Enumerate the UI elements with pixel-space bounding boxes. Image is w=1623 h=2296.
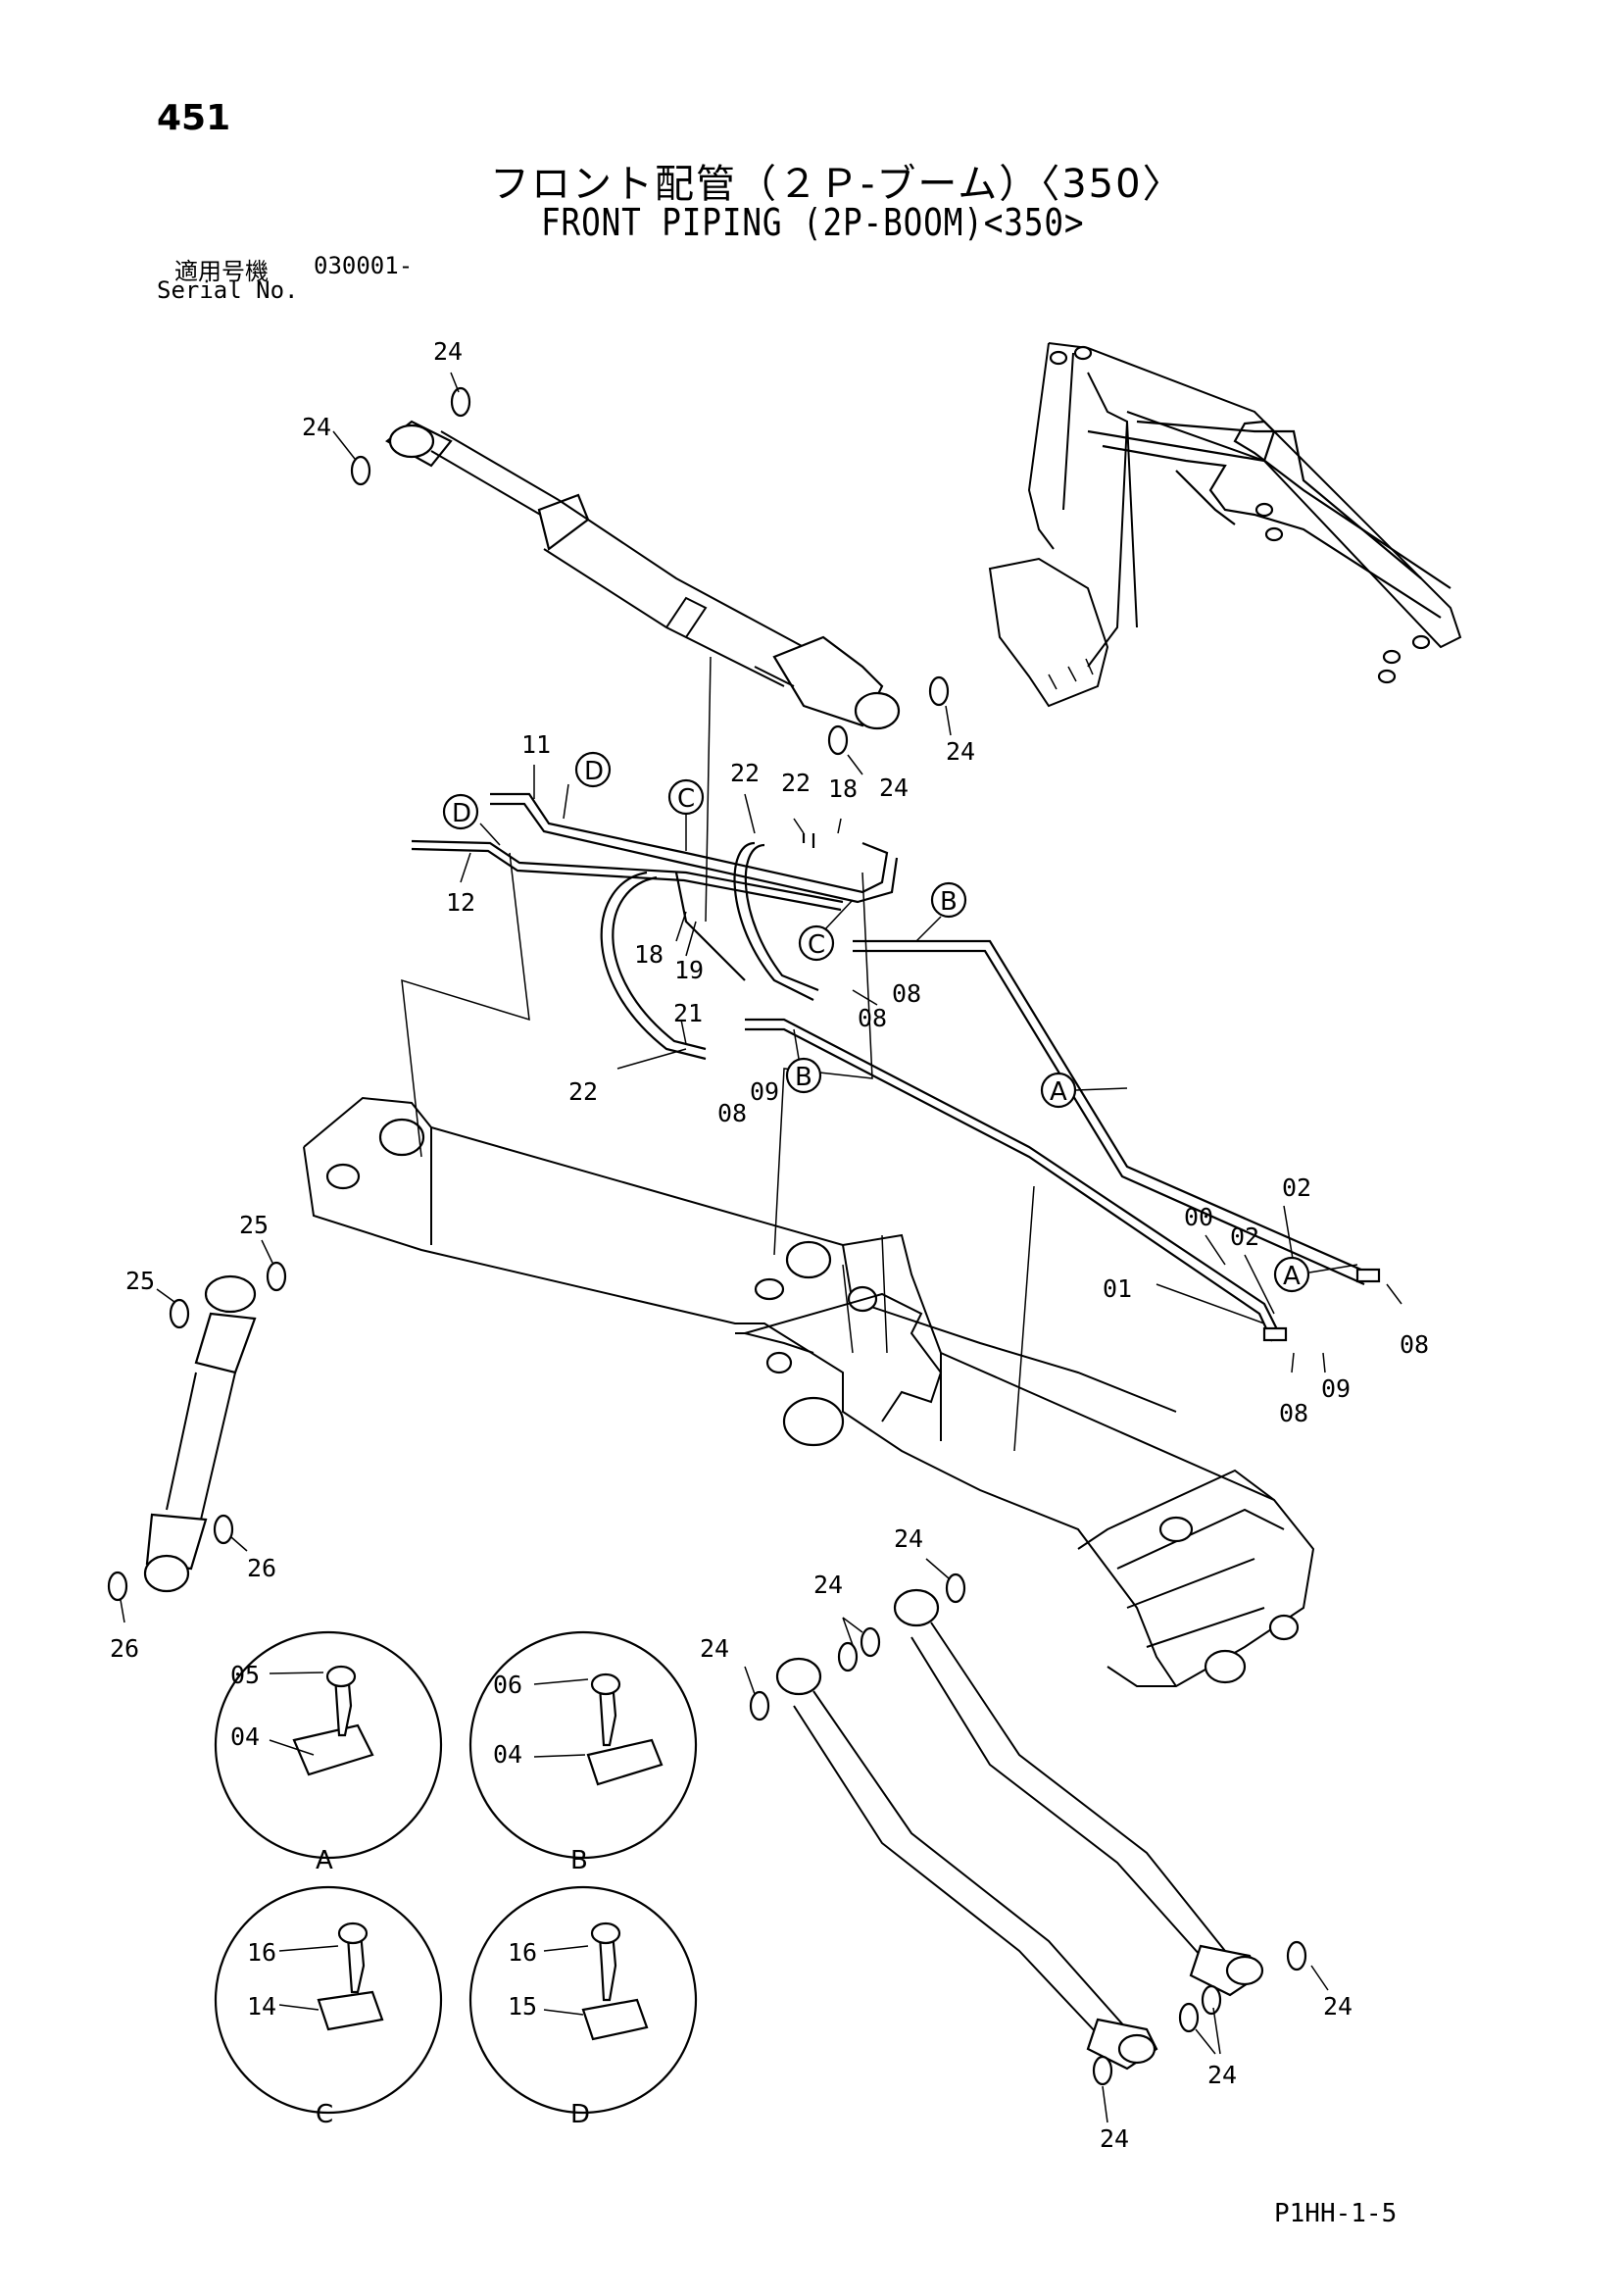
o-ring xyxy=(1201,1984,1222,2016)
callout-label: 02 xyxy=(1230,1223,1259,1251)
callout-label: 25 xyxy=(125,1267,155,1295)
o-ring xyxy=(860,1626,881,1658)
view-marker-label: D xyxy=(584,757,604,786)
callout-label: 26 xyxy=(247,1554,276,1582)
o-ring xyxy=(1286,1940,1307,1972)
view-marker-label: A xyxy=(1283,1262,1301,1291)
callout-label: 18 xyxy=(828,774,858,803)
callout-leaders xyxy=(120,372,1402,2123)
serial-number-value: 030001- xyxy=(314,252,414,279)
o-ring xyxy=(169,1298,190,1329)
callout-label: 21 xyxy=(673,999,703,1027)
callout-label: 19 xyxy=(674,956,704,984)
callout-label: 24 xyxy=(1323,1992,1352,2021)
detail-a-caption: A xyxy=(316,1846,333,1875)
upper-piping-lines xyxy=(411,792,899,1061)
serial-label-english: Serial No. xyxy=(157,276,299,304)
figure-code: P1HH-1-5 xyxy=(1274,2199,1398,2228)
serial-label-japanese: 適用号機 xyxy=(174,258,269,285)
callout-label: 24 xyxy=(700,1634,729,1663)
callout-label: 09 xyxy=(1321,1374,1351,1403)
callout-label: 26 xyxy=(110,1634,139,1663)
page-title-english: FRONT PIPING (2P-BOOM)<350> xyxy=(541,201,1085,244)
callout-label: 24 xyxy=(1207,2061,1237,2089)
detail-view-c: 16 14 C xyxy=(214,1885,443,2129)
o-ring xyxy=(213,1514,234,1545)
callout-label: 08 xyxy=(717,1099,747,1127)
page-title-japanese: フロント配管（２Ｐ-ブーム）〈350〉 xyxy=(490,162,1184,207)
view-marker-label: D xyxy=(452,799,471,828)
callout-label: 24 xyxy=(433,337,463,366)
left-bucket-cylinder xyxy=(143,1274,257,1593)
view-markers: D D C C B B A A xyxy=(442,751,1358,1293)
detail-b-label-04: 04 xyxy=(493,1740,522,1769)
detail-a-label-05: 05 xyxy=(230,1661,260,1689)
detail-view-a: 05 04 A xyxy=(214,1630,443,1875)
callout-label: 08 xyxy=(858,1004,887,1032)
callout-label: 24 xyxy=(946,737,975,766)
view-marker-label: C xyxy=(808,930,825,960)
callout-label: 22 xyxy=(781,769,811,797)
o-ring xyxy=(350,455,371,486)
view-marker-label: B xyxy=(940,887,958,917)
o-ring xyxy=(837,1641,859,1672)
callout-label: 22 xyxy=(568,1077,598,1106)
o-rings xyxy=(107,386,1307,2086)
boom-body xyxy=(303,1096,1315,1687)
callout-label: 01 xyxy=(1103,1274,1132,1303)
detail-b-label-06: 06 xyxy=(493,1671,522,1699)
detail-d-caption: D xyxy=(570,2100,590,2129)
callout-label: 08 xyxy=(892,979,921,1008)
o-ring xyxy=(945,1572,966,1604)
o-ring xyxy=(827,724,849,756)
view-marker-label: A xyxy=(1050,1077,1067,1107)
o-ring xyxy=(266,1261,287,1292)
detail-view-b: 06 04 B xyxy=(468,1630,698,1875)
callout-label: 12 xyxy=(446,888,475,917)
detail-view-d: 16 15 D xyxy=(468,1885,698,2129)
o-ring xyxy=(1178,2002,1200,2033)
detail-c-caption: C xyxy=(316,2100,333,2129)
page-number: 451 xyxy=(157,98,231,138)
callout-label: 25 xyxy=(239,1211,269,1239)
detail-c-label-14: 14 xyxy=(247,1992,276,2021)
callout-label: 08 xyxy=(1400,1330,1429,1359)
callout-label: 22 xyxy=(730,759,760,787)
assembly-guide-lines xyxy=(401,656,1035,1452)
o-ring xyxy=(1092,2055,1113,2086)
callout-label: 08 xyxy=(1279,1399,1308,1427)
detail-d-label-15: 15 xyxy=(508,1992,537,2021)
machine-overview-inset xyxy=(988,342,1462,708)
detail-c-label-16: 16 xyxy=(247,1938,276,1967)
callout-labels: 24 24 24 24 11 12 22 22 18 18 19 21 22 0… xyxy=(110,337,1429,2153)
view-marker-label: B xyxy=(795,1063,812,1092)
boom-pipes xyxy=(745,939,1381,1342)
callout-label: 24 xyxy=(813,1571,843,1599)
o-ring xyxy=(107,1571,128,1602)
detail-d-label-16: 16 xyxy=(508,1938,537,1967)
callout-label: 02 xyxy=(1282,1173,1311,1202)
callout-label: 11 xyxy=(521,730,551,759)
callout-label: 00 xyxy=(1184,1203,1213,1231)
upper-arm-cylinder xyxy=(385,420,901,730)
o-ring xyxy=(450,386,471,418)
callout-label: 24 xyxy=(302,413,331,441)
callout-label: 24 xyxy=(1100,2124,1129,2153)
detail-b-caption: B xyxy=(570,1846,588,1875)
view-marker-label: C xyxy=(677,784,695,814)
callout-label: 24 xyxy=(879,774,909,802)
callout-label: 24 xyxy=(894,1524,923,1553)
o-ring xyxy=(749,1690,770,1722)
callout-label: 18 xyxy=(634,940,664,969)
detail-a-label-04: 04 xyxy=(230,1722,260,1751)
o-ring xyxy=(928,675,950,707)
callout-label: 09 xyxy=(750,1077,779,1106)
